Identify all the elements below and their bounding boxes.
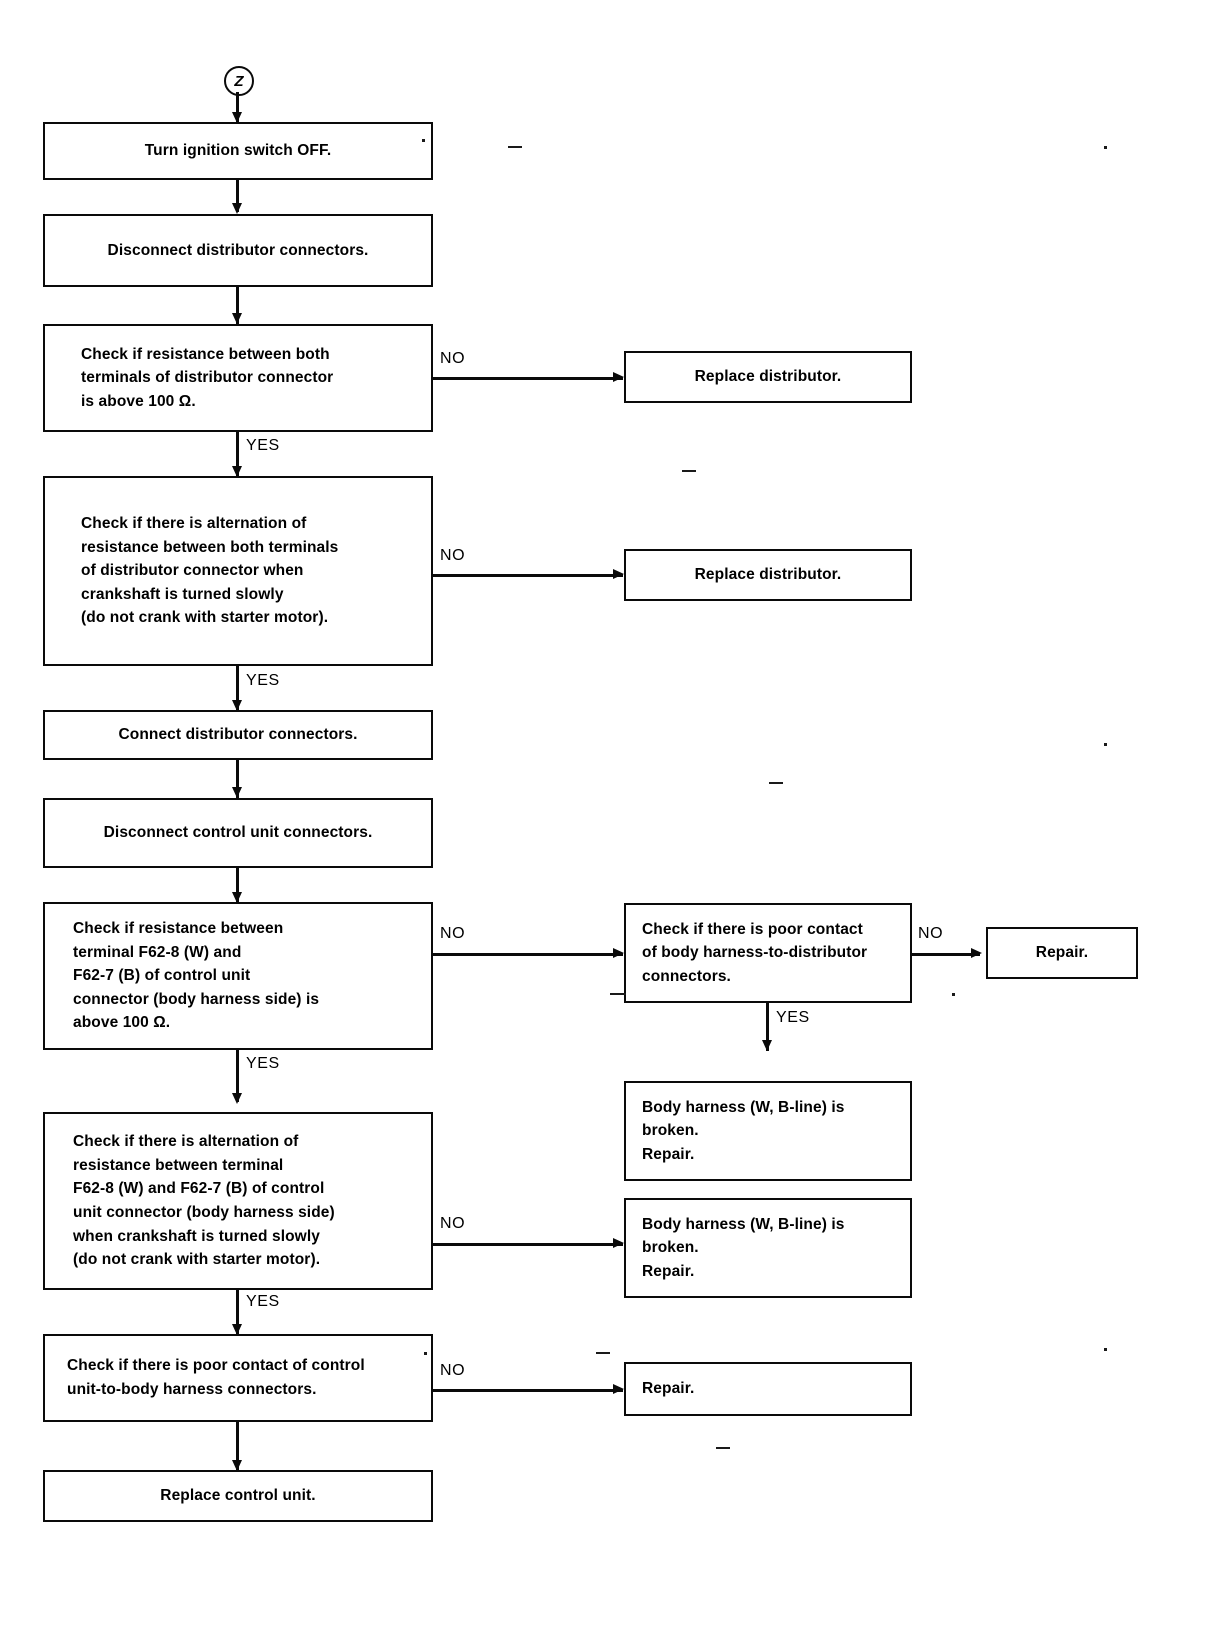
- edge-n7-n8-arrow: [231, 787, 242, 798]
- node-disconnect-distributor-connectors: Disconnect distributor connectors.: [43, 214, 433, 287]
- edge-n9-n10-line: [433, 953, 623, 956]
- scan-speck: [716, 1447, 730, 1449]
- node-replace-distributor-2: Replace distributor.: [624, 549, 912, 601]
- edge-n3-n4-line: [433, 377, 623, 380]
- node-check-control-unit-alternation: Check if there is alternation of resista…: [43, 1112, 433, 1290]
- scan-speck: [1104, 1348, 1107, 1351]
- edge-label-no: NO: [440, 350, 466, 367]
- node-text: Body harness (W, B-line) is broken. Repa…: [642, 1098, 845, 1163]
- edge-n10-n11-arrow: [971, 948, 982, 958]
- edge-entry-to-n1-line: [236, 92, 239, 122]
- edge-n10-n12-arrow: [761, 1040, 772, 1051]
- edge-n13-n14-line: [433, 1243, 623, 1246]
- node-repair-1: Repair.: [986, 927, 1138, 979]
- node-text: Replace distributor.: [694, 368, 842, 386]
- edge-n2-n3-line: [236, 287, 239, 324]
- node-check-control-unit-body-harness-contact: Check if there is poor contact of contro…: [43, 1334, 433, 1422]
- node-connect-distributor-connectors: Connect distributor connectors.: [43, 710, 433, 760]
- node-text: Repair.: [1035, 944, 1089, 962]
- edge-n5-n6-line: [433, 574, 623, 577]
- edge-n15-n17-line: [236, 1422, 239, 1470]
- edge-n8-n9-line: [236, 868, 239, 902]
- edge-n2-n3-arrow: [231, 313, 242, 324]
- edge-n9-n10-arrow: [613, 948, 624, 958]
- scan-speck: [596, 1352, 610, 1354]
- edge-n5-n7-line: [236, 666, 239, 710]
- edge-n13-n14-arrow: [613, 1238, 624, 1248]
- node-check-distributor-resistance: Check if resistance between both termina…: [43, 324, 433, 432]
- node-check-distributor-alternation: Check if there is alternation of resista…: [43, 476, 433, 666]
- edge-n15-n16-arrow: [613, 1384, 624, 1394]
- edge-label-no: NO: [440, 1215, 466, 1232]
- node-disconnect-control-unit-connectors: Disconnect control unit connectors.: [43, 798, 433, 868]
- node-check-control-unit-resistance: Check if resistance between terminal F62…: [43, 902, 433, 1050]
- edge-n15-n17-arrow: [231, 1460, 242, 1471]
- edge-n5-n7-arrow: [231, 700, 242, 711]
- node-text: Check if resistance between terminal F62…: [73, 920, 320, 1032]
- edge-label-yes: YES: [776, 1009, 810, 1026]
- node-text: Check if there is poor contact of contro…: [67, 1357, 365, 1398]
- scan-speck: [1104, 146, 1107, 149]
- scan-speck: [1104, 743, 1107, 746]
- edge-n3-n4-arrow: [613, 372, 624, 382]
- node-text: Replace control unit.: [160, 1487, 316, 1505]
- node-text: Check if there is alternation of resista…: [81, 515, 339, 627]
- edge-label-no: NO: [918, 925, 944, 942]
- edge-label-yes: YES: [246, 437, 280, 454]
- edge-n13-n15-arrow: [231, 1324, 242, 1335]
- node-text: Check if there is poor contact of body h…: [642, 920, 868, 985]
- edge-label-yes: YES: [246, 672, 280, 689]
- node-replace-control-unit: Replace control unit.: [43, 1470, 433, 1522]
- node-text: Replace distributor.: [694, 566, 842, 584]
- entry-connector-label: Z: [234, 72, 244, 90]
- node-body-harness-broken-1: Body harness (W, B-line) is broken. Repa…: [624, 1081, 912, 1181]
- node-text: Turn ignition switch OFF.: [144, 142, 332, 160]
- edge-n3-n5-arrow: [231, 466, 242, 477]
- node-text: Body harness (W, B-line) is broken. Repa…: [642, 1215, 845, 1280]
- node-check-body-harness-distributor-contact: Check if there is poor contact of body h…: [624, 903, 912, 1003]
- edge-label-no: NO: [440, 547, 466, 564]
- node-text: Check if there is alternation of resista…: [73, 1133, 335, 1269]
- edge-label-no: NO: [440, 925, 466, 942]
- edge-label-yes: YES: [246, 1055, 280, 1072]
- node-turn-ignition-switch-off: Turn ignition switch OFF.: [43, 122, 433, 180]
- scan-speck: [682, 470, 696, 472]
- edge-n1-n2-line: [236, 180, 239, 212]
- scan-speck: [610, 993, 626, 995]
- edge-n5-n6-arrow: [613, 569, 624, 579]
- scan-speck: [508, 146, 522, 148]
- node-repair-2: Repair.: [624, 1362, 912, 1416]
- node-text: Check if resistance between both termina…: [81, 345, 334, 410]
- edge-n8-n9-arrow: [231, 892, 242, 903]
- edge-n9-n13-line: [236, 1050, 239, 1102]
- edge-n7-n8-line: [236, 760, 239, 798]
- node-text: Connect distributor connectors.: [118, 726, 358, 744]
- scan-speck: [422, 139, 425, 142]
- node-text: Repair.: [642, 1380, 695, 1398]
- node-text: Disconnect control unit connectors.: [103, 824, 373, 842]
- entry-connector-tag: Z: [224, 66, 254, 96]
- edge-label-no: NO: [440, 1362, 466, 1379]
- edge-n15-n16-line: [433, 1389, 623, 1392]
- edge-entry-to-n1-arrow: [231, 112, 242, 123]
- edge-n1-n2-arrow: [231, 203, 242, 214]
- edge-n9-n13-arrow: [231, 1093, 242, 1104]
- edge-n10-n12-line: [766, 1003, 769, 1051]
- edge-n13-n15-line: [236, 1290, 239, 1334]
- node-text: Disconnect distributor connectors.: [107, 241, 369, 259]
- scan-speck: [769, 782, 783, 784]
- node-body-harness-broken-2: Body harness (W, B-line) is broken. Repa…: [624, 1198, 912, 1298]
- scan-speck: [424, 1352, 427, 1355]
- edge-n3-n5-line: [236, 432, 239, 476]
- edge-label-yes: YES: [246, 1293, 280, 1310]
- edge-n10-n11-line: [912, 953, 980, 956]
- node-replace-distributor-1: Replace distributor.: [624, 351, 912, 403]
- scan-speck: [952, 993, 955, 996]
